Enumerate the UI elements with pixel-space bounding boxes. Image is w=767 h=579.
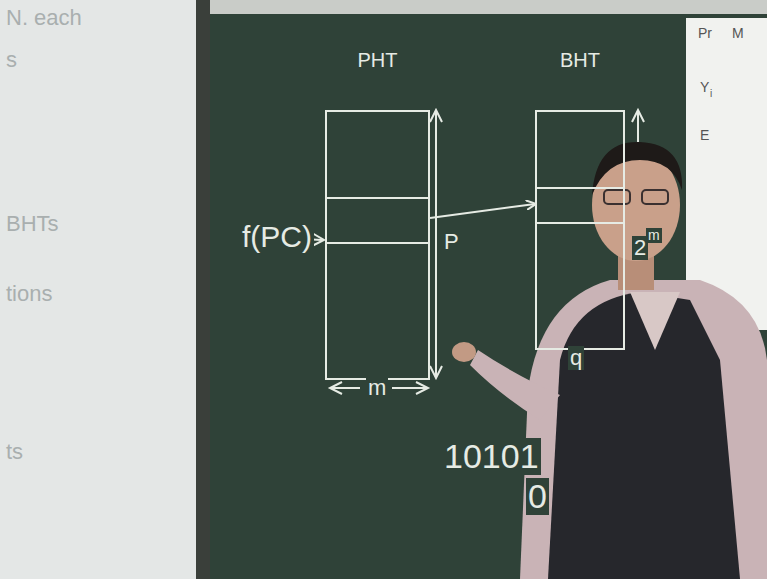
index-arrow [430, 204, 535, 218]
table-row-line [537, 222, 623, 224]
whiteboard-fragment: i [708, 88, 714, 99]
dimension-line [392, 387, 426, 389]
whiteboard-fragment: M [730, 26, 746, 41]
exponent-label: m [646, 228, 662, 243]
table-title: BHT [535, 48, 625, 72]
table-node: BHT [535, 48, 625, 350]
slide-fragment: tions [4, 282, 54, 306]
dimension-label: m [366, 376, 388, 400]
whiteboard-fragment: E [698, 128, 711, 143]
lecturer [452, 142, 767, 579]
table-outline [325, 110, 430, 380]
table-row-line [327, 197, 428, 199]
table-outline [535, 110, 625, 350]
board-edge [196, 0, 210, 579]
projected-slide [0, 0, 196, 579]
whiteboard-fragment: Y [698, 80, 711, 95]
slide-fragment: s [4, 48, 19, 72]
board-frame [196, 0, 767, 14]
dimension-line [435, 112, 437, 378]
input-label: f(PC) [240, 220, 314, 253]
dimension-arrowheads [430, 110, 442, 378]
history-bits: 10101 [442, 438, 541, 475]
slide-fragment: BHTs [4, 212, 61, 236]
table-node: PHT [325, 48, 430, 380]
dimension-label: q [568, 346, 584, 370]
dimension-line [332, 387, 360, 389]
table-row-line [327, 242, 428, 244]
slide-fragment: N. each [4, 6, 84, 30]
table-title: PHT [325, 48, 430, 72]
table-row-line [537, 187, 623, 189]
dimension-arrowheads [632, 110, 644, 122]
whiteboard-fragment: Pr [696, 26, 714, 41]
dimension-label: P [442, 230, 461, 254]
history-bit: 0 [526, 478, 549, 515]
slide-fragment: ts [4, 440, 25, 464]
